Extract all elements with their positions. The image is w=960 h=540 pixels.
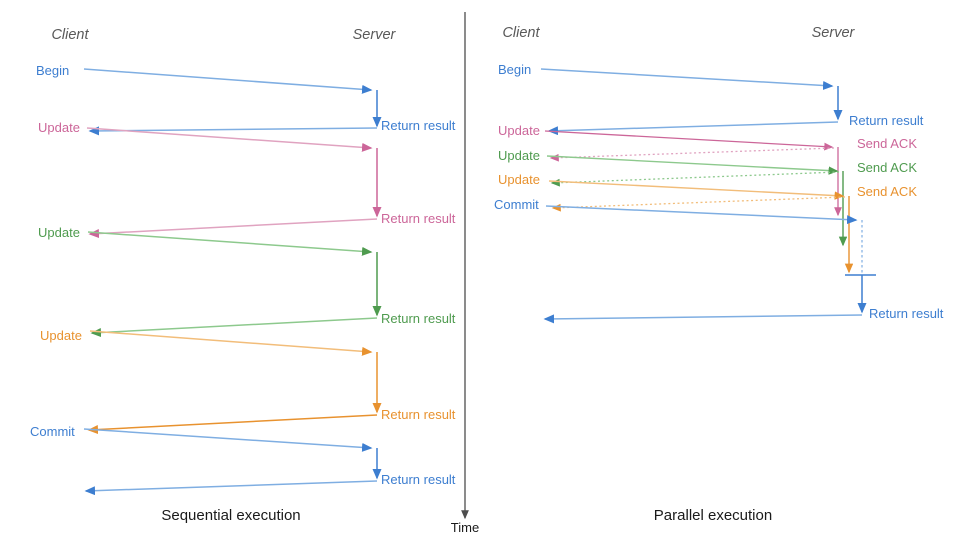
seq-update1-reply-arrow xyxy=(88,218,378,239)
time-axis: Time xyxy=(451,12,479,535)
seq-begin-return-label: Return result xyxy=(381,118,456,133)
seq-begin-reply-arrow xyxy=(88,126,378,136)
seq-message-update-1: Update Return result xyxy=(38,120,456,239)
seq-begin-request-arrow xyxy=(83,68,373,94)
par-update3-ack-arrow xyxy=(551,196,846,212)
par-message-commit: Commit Return result xyxy=(494,197,944,324)
par-commit-reply-arrow xyxy=(543,314,863,324)
seq-commit-label: Commit xyxy=(30,424,75,439)
sequential-caption: Sequential execution xyxy=(161,507,300,524)
par-commit-return-label: Return result xyxy=(869,306,944,321)
par-message-update-3: Update Send ACK xyxy=(498,172,917,274)
par-begin-label: Begin xyxy=(498,62,531,77)
panel-parallel: Client Server Begin Return result Update… xyxy=(494,25,944,524)
par-update1-ack-arrow xyxy=(549,147,835,162)
sequential-client-title: Client xyxy=(51,27,89,43)
par-update2-request-arrow xyxy=(546,155,839,175)
seq-commit-request-arrow xyxy=(83,428,373,452)
par-update1-ack-label: Send ACK xyxy=(857,136,917,151)
seq-update1-label: Update xyxy=(38,120,80,135)
seq-update3-request-arrow xyxy=(89,330,373,356)
parallel-server-title: Server xyxy=(812,25,856,41)
seq-update2-label: Update xyxy=(38,225,80,240)
par-update1-request-arrow xyxy=(544,130,834,151)
seq-message-update-3: Update Return result xyxy=(40,328,456,435)
par-commit-label: Commit xyxy=(494,197,539,212)
par-begin-request-arrow xyxy=(540,68,834,90)
seq-update2-reply-arrow xyxy=(90,317,378,338)
parallel-caption: Parallel execution xyxy=(654,507,772,524)
par-commit-request-arrow xyxy=(545,205,858,225)
par-begin-return-label: Return result xyxy=(849,113,924,128)
parallel-client-title: Client xyxy=(502,25,540,41)
seq-commit-return-label: Return result xyxy=(381,472,456,487)
seq-update3-return-label: Return result xyxy=(381,407,456,422)
par-message-update-2: Update Send ACK xyxy=(498,148,917,247)
par-update1-label: Update xyxy=(498,123,540,138)
seq-update2-request-arrow xyxy=(87,231,373,256)
par-update3-request-arrow xyxy=(548,180,845,200)
time-axis-label: Time xyxy=(451,520,479,535)
par-update2-ack-arrow xyxy=(550,171,840,187)
panel-sequential: Client Server Begin Return result Update… xyxy=(30,27,456,524)
par-update3-ack-label: Send ACK xyxy=(857,184,917,199)
seq-message-commit: Commit Return result xyxy=(30,424,456,496)
par-message-update-1: Update Send ACK xyxy=(498,123,917,217)
seq-begin-label: Begin xyxy=(36,63,69,78)
par-update3-label: Update xyxy=(498,172,540,187)
seq-update1-return-label: Return result xyxy=(381,211,456,226)
par-update2-ack-label: Send ACK xyxy=(857,160,917,175)
seq-message-begin: Begin Return result xyxy=(36,63,456,136)
sequential-server-title: Server xyxy=(353,27,397,43)
par-message-begin: Begin Return result xyxy=(498,62,924,136)
seq-update3-reply-arrow xyxy=(87,414,378,435)
seq-message-update-2: Update Return result xyxy=(38,225,456,338)
seq-update3-label: Update xyxy=(40,328,82,343)
seq-commit-reply-arrow xyxy=(84,480,378,496)
seq-update2-return-label: Return result xyxy=(381,311,456,326)
par-begin-reply-arrow xyxy=(547,121,839,136)
seq-update1-request-arrow xyxy=(86,127,373,152)
par-update2-label: Update xyxy=(498,148,540,163)
